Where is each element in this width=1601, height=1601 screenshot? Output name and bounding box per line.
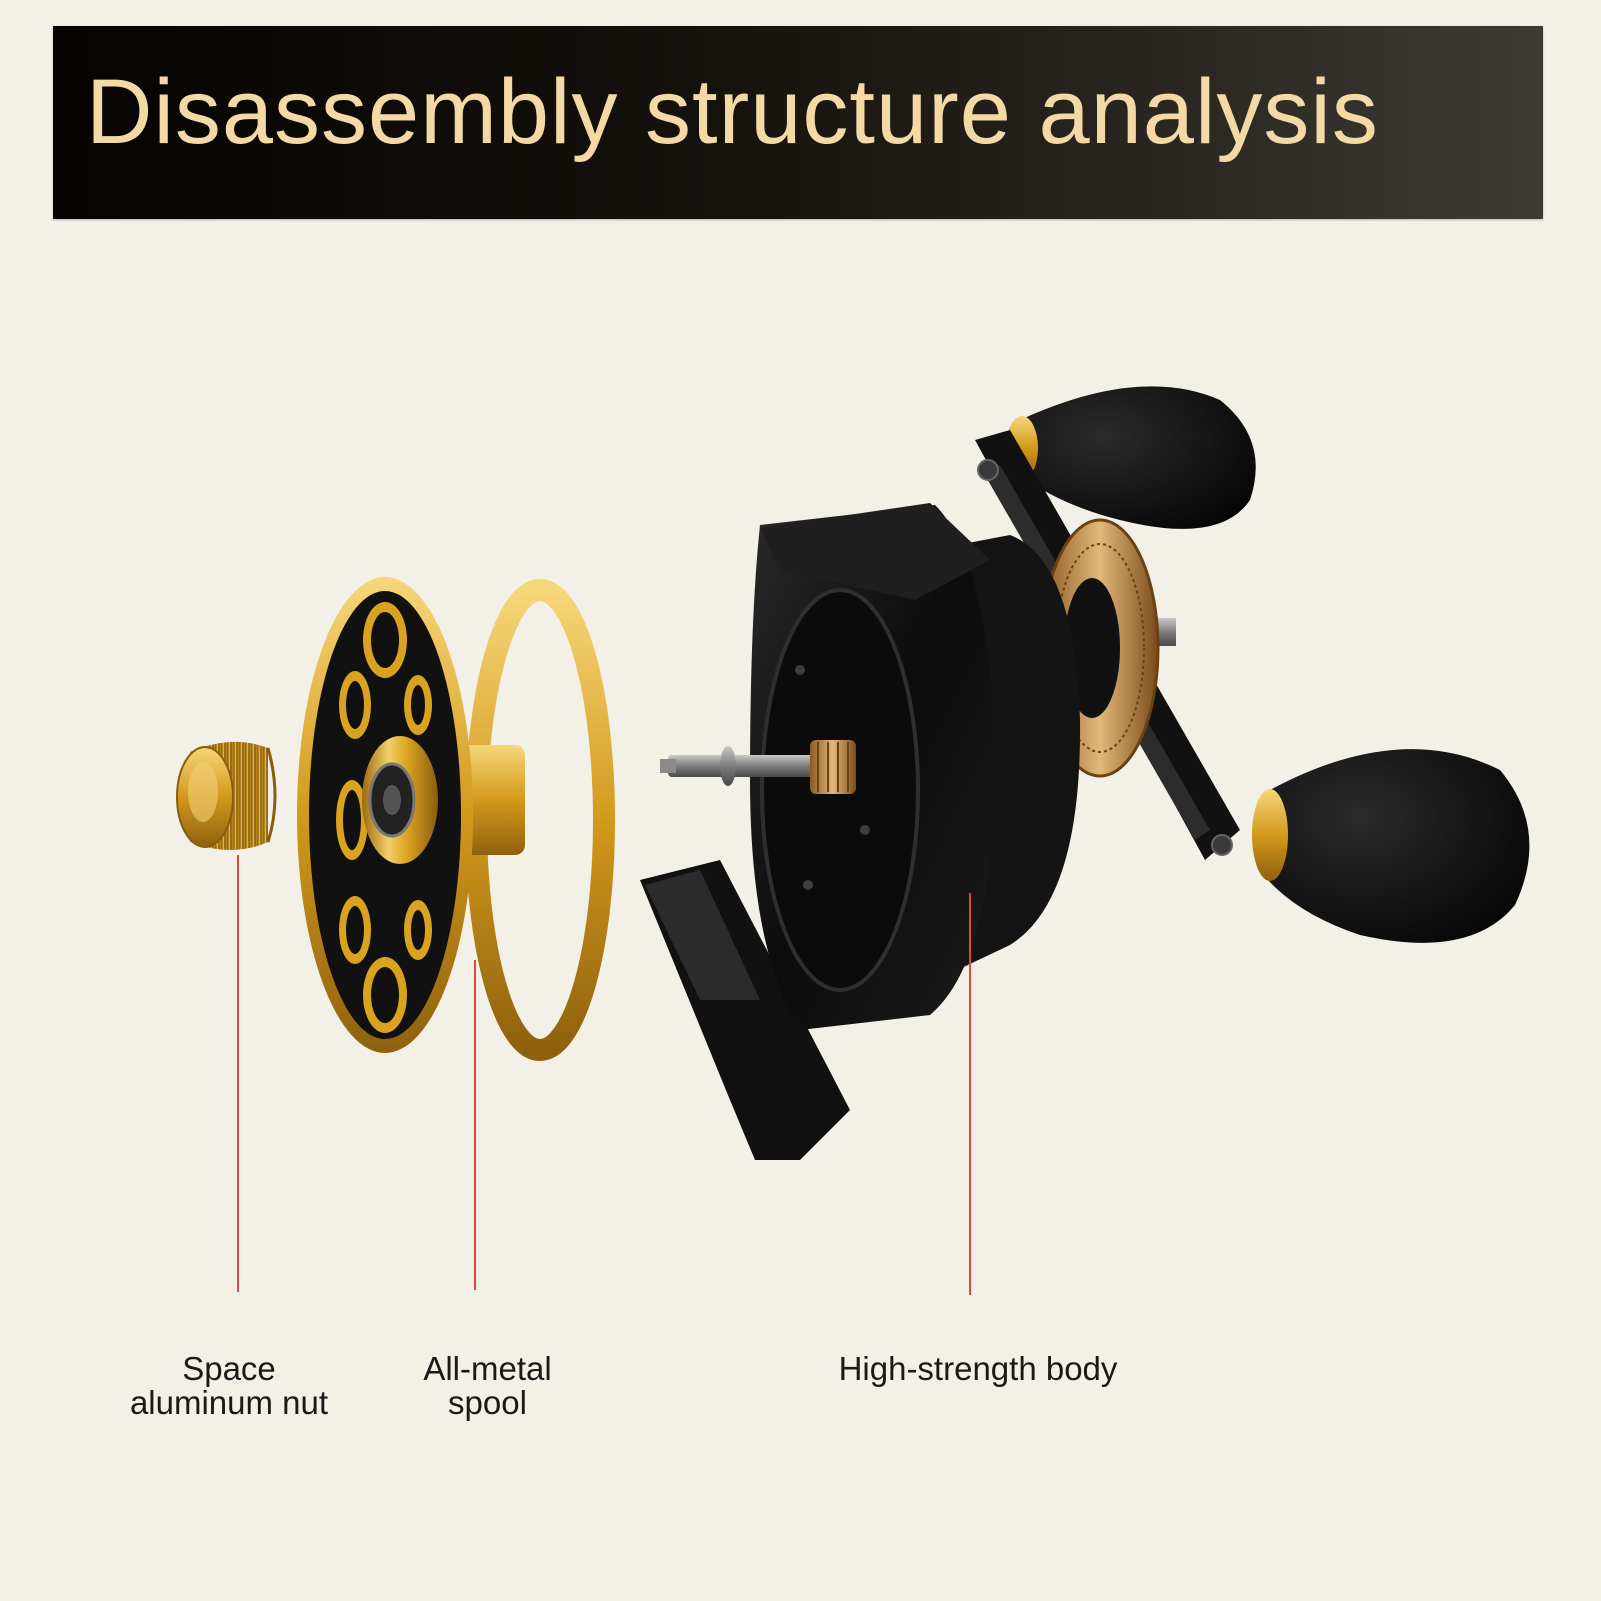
nut-leader-line [237,855,239,1292]
knurled-nut-icon [176,741,277,850]
page-title: Disassembly structure analysis [86,61,1379,163]
spool-leader-line [474,960,476,1290]
spool-label-line-2: spool [448,1384,527,1421]
title-banner: Disassembly structure analysis [53,26,1543,219]
nut-label-line-2: aluminum nut [129,1384,329,1421]
nut-label: Space aluminum nut [118,1352,340,1420]
nut-label-line-1: Space [182,1350,276,1387]
reel-body-icon [640,503,1081,1160]
reel-handle-icon [975,386,1530,943]
body-label-line-1: High-strength body [838,1350,1118,1387]
body-label: High-strength body [818,1352,1138,1386]
spool-label: All-metal spool [400,1352,575,1420]
spool-label-line-1: All-metal [423,1350,552,1387]
fishing-reel-spool-icon [297,577,615,1061]
body-leader-line [969,893,971,1295]
